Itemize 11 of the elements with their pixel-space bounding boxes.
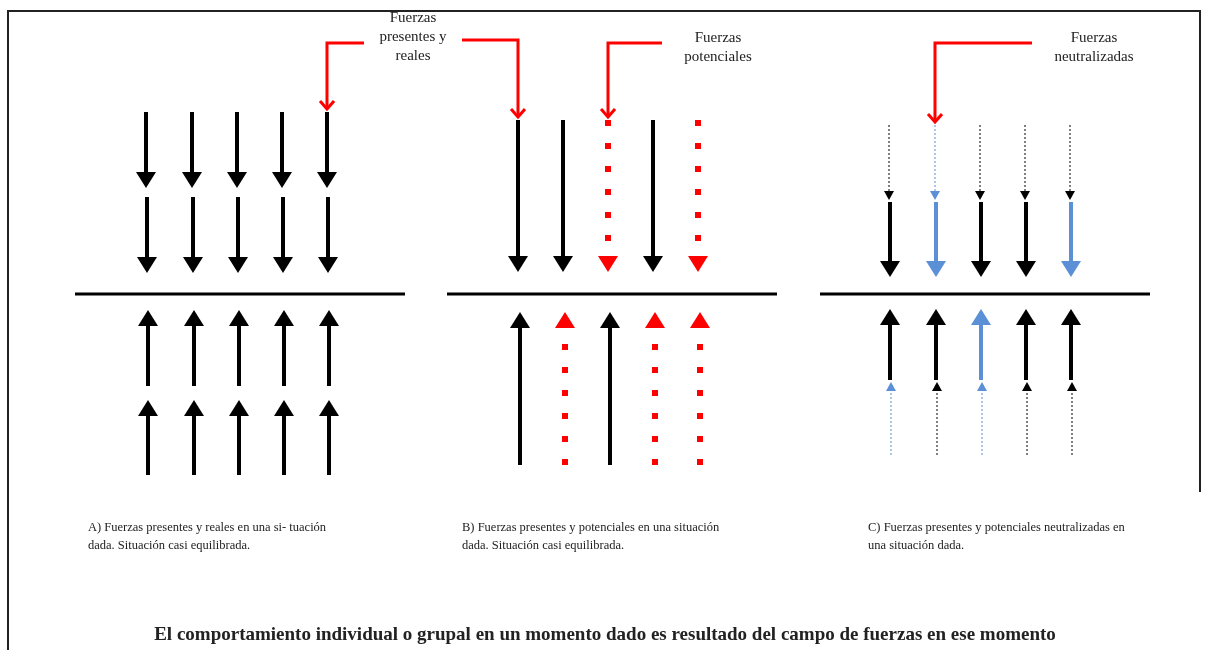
caption: El comportamiento individual o grupal en un momento dado es resultado del campo de fuerzas en ese momento xyxy=(153,622,1057,646)
callout-label: Fuerzas potenciales xyxy=(668,28,768,66)
leader-line xyxy=(462,38,527,119)
leader-line xyxy=(599,41,662,119)
panel-caption: B) Fuerzas presentes y potenciales en una situación dada. Situación casi equilibrada. xyxy=(462,519,721,554)
panel-caption: C) Fuerzas presentes y potenciales neutralizadas en una situación dada. xyxy=(868,519,1126,554)
panel-caption: A) Fuerzas presentes y reales en una si- tuación dada. Situación casi equilibrada. xyxy=(88,519,328,554)
leader-line xyxy=(318,41,364,111)
leader-line xyxy=(926,41,1032,124)
callout-label: Fuerzas presentes y reales xyxy=(370,8,456,65)
callout-label: Fuerzas neutralizadas xyxy=(1038,28,1150,66)
